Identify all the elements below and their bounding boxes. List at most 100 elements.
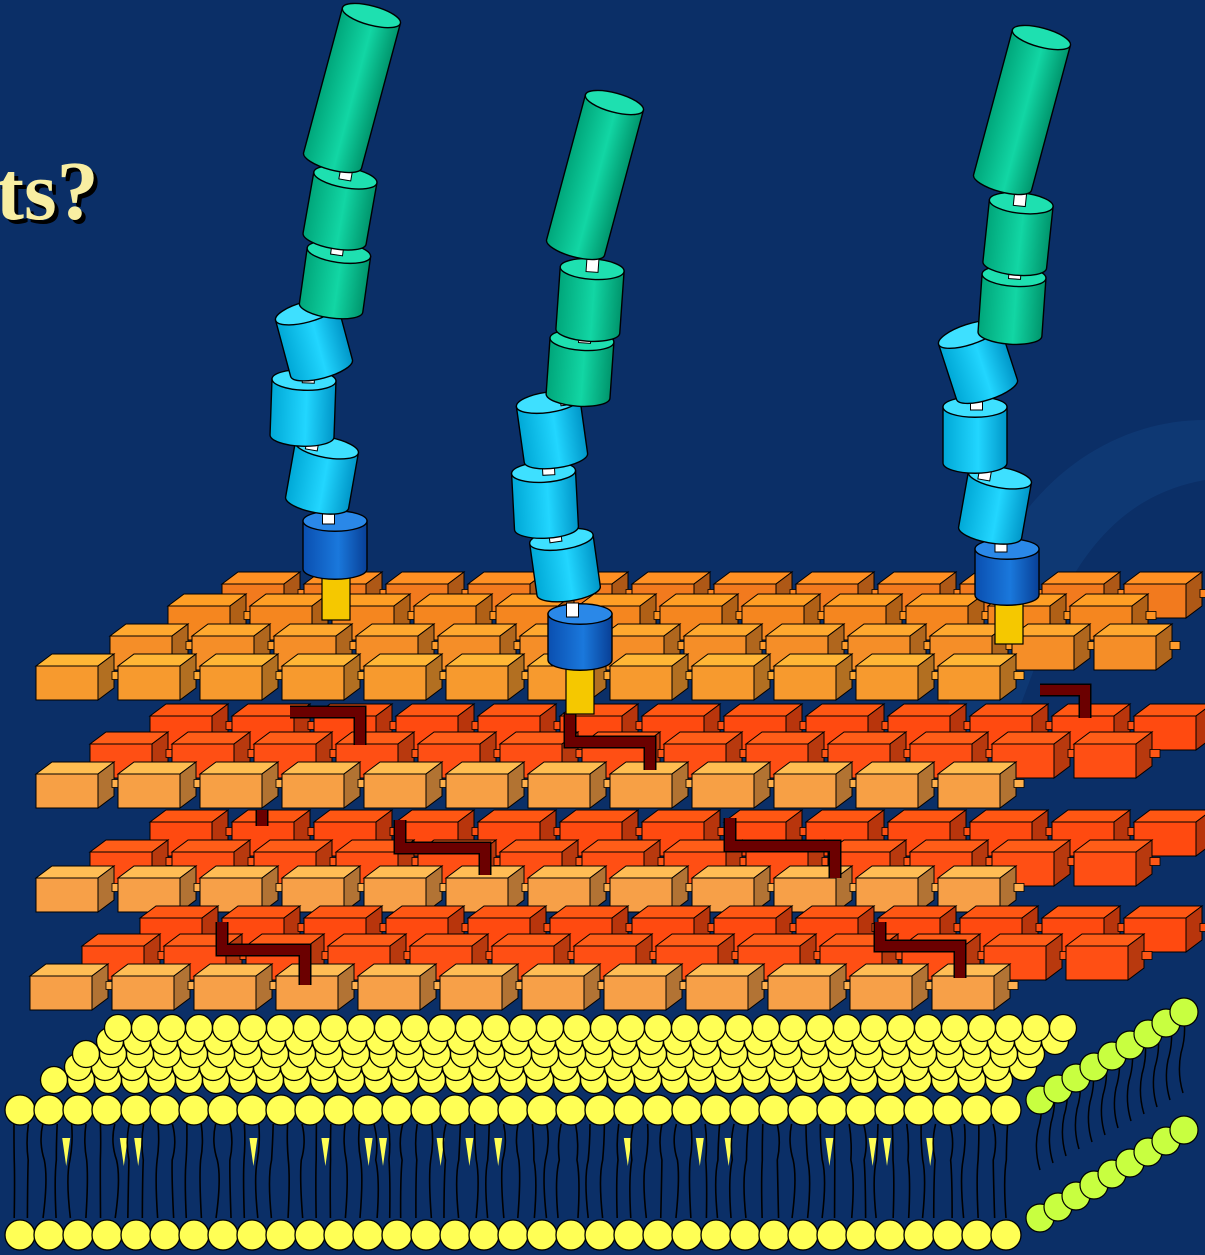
lipid-tail (127, 1124, 129, 1218)
lipid-tail (269, 1124, 273, 1218)
lipid-head (237, 1220, 267, 1250)
lipid-head (699, 1015, 726, 1042)
lipid-tail (674, 1124, 678, 1218)
protein-block (194, 964, 280, 1010)
lipid-tail (156, 1124, 159, 1218)
protein-block (1094, 624, 1180, 670)
protein-block (200, 762, 286, 808)
lipid-head (788, 1220, 818, 1250)
rod-domain (548, 604, 612, 670)
lipid-head (411, 1095, 441, 1125)
lipid-tail (962, 1124, 966, 1218)
lipid-head (618, 1015, 645, 1042)
protein-block (282, 654, 368, 700)
lipid-head (440, 1220, 470, 1250)
lipid-bilayer (5, 998, 1198, 1250)
lipid-tail (933, 1124, 935, 1218)
domain-linker (567, 603, 579, 617)
lipid-tail (849, 1124, 853, 1218)
lipid-tail (820, 1124, 824, 1218)
protein-block (604, 964, 690, 1010)
lipid-tail (907, 1124, 910, 1218)
lipid-head (645, 1015, 672, 1042)
protein-block (446, 762, 532, 808)
lipid-head (63, 1220, 93, 1250)
tail-gap (494, 1138, 502, 1166)
lipid-tail (576, 1124, 579, 1218)
protein-block (282, 866, 368, 912)
lipid-head (402, 1015, 429, 1042)
lipid-tail (544, 1124, 548, 1218)
protein-block (1066, 934, 1152, 980)
lipid-head (1050, 1015, 1077, 1042)
protein-block (112, 964, 198, 1010)
lipid-tail (287, 1124, 289, 1218)
lipid-head (788, 1095, 818, 1125)
protein-block (522, 964, 608, 1010)
lipid-head (875, 1220, 905, 1250)
protein-block (692, 762, 778, 808)
protein-block (768, 964, 854, 1010)
lipid-head (294, 1015, 321, 1042)
lipid-tail (244, 1124, 245, 1218)
protein-block (30, 964, 116, 1010)
lipid-head (915, 1015, 942, 1042)
protein-block (856, 654, 942, 700)
lipid-head (904, 1220, 934, 1250)
lipid-head (672, 1220, 702, 1250)
lipid-head (411, 1220, 441, 1250)
lipid-tail (214, 1124, 219, 1218)
protein-block (446, 654, 532, 700)
protein-block (200, 866, 286, 912)
protein-block (36, 762, 122, 808)
lipid-tail (430, 1124, 433, 1218)
lipid-head (780, 1015, 807, 1042)
lipid-tail (660, 1124, 662, 1218)
lipid-head (324, 1220, 354, 1250)
lipid-tail (185, 1124, 187, 1218)
lipid-head (759, 1095, 789, 1125)
lipid-head (5, 1220, 35, 1250)
lipid-tail (993, 1124, 995, 1218)
lipid-head (208, 1095, 238, 1125)
lipid-head (469, 1095, 499, 1125)
lipid-tail (230, 1124, 232, 1218)
protein-block (692, 654, 778, 700)
lipid-head (556, 1220, 586, 1250)
lipid-tail (330, 1124, 331, 1218)
rod-domain (957, 462, 1033, 548)
tail-gap (365, 1138, 373, 1166)
protein-block (1074, 840, 1160, 886)
lipid-head (991, 1095, 1021, 1125)
tail-gap (134, 1138, 142, 1166)
protein-block-lattice (30, 572, 1205, 1010)
lipid-head (1023, 1015, 1050, 1042)
lipid-head (105, 1015, 132, 1042)
lipid-head (834, 1015, 861, 1042)
lipid-tail (443, 1124, 446, 1218)
lipid-tail (41, 1124, 46, 1218)
lipid-head (353, 1220, 383, 1250)
protein-block (774, 762, 860, 808)
lipid-head (73, 1041, 100, 1068)
protein-block (276, 964, 362, 1010)
lipid-head (324, 1095, 354, 1125)
lipid-tail (516, 1124, 519, 1218)
protein-block (938, 866, 1024, 912)
lipid-head (121, 1095, 151, 1125)
protein-block (528, 762, 614, 808)
lipid-head (429, 1015, 456, 1042)
lipid-head (34, 1095, 64, 1125)
lipid-head (969, 1015, 996, 1042)
tail-gap (825, 1138, 833, 1166)
lipid-head (150, 1095, 180, 1125)
lipid-head (92, 1220, 122, 1250)
lipid-head (991, 1220, 1021, 1250)
lipid-head (564, 1015, 591, 1042)
lipid-head (585, 1095, 615, 1125)
lipid-tail (359, 1124, 362, 1218)
protein-block (610, 866, 696, 912)
lipid-head (996, 1015, 1023, 1042)
lipid-head (295, 1095, 325, 1125)
lipid-head (846, 1220, 876, 1250)
